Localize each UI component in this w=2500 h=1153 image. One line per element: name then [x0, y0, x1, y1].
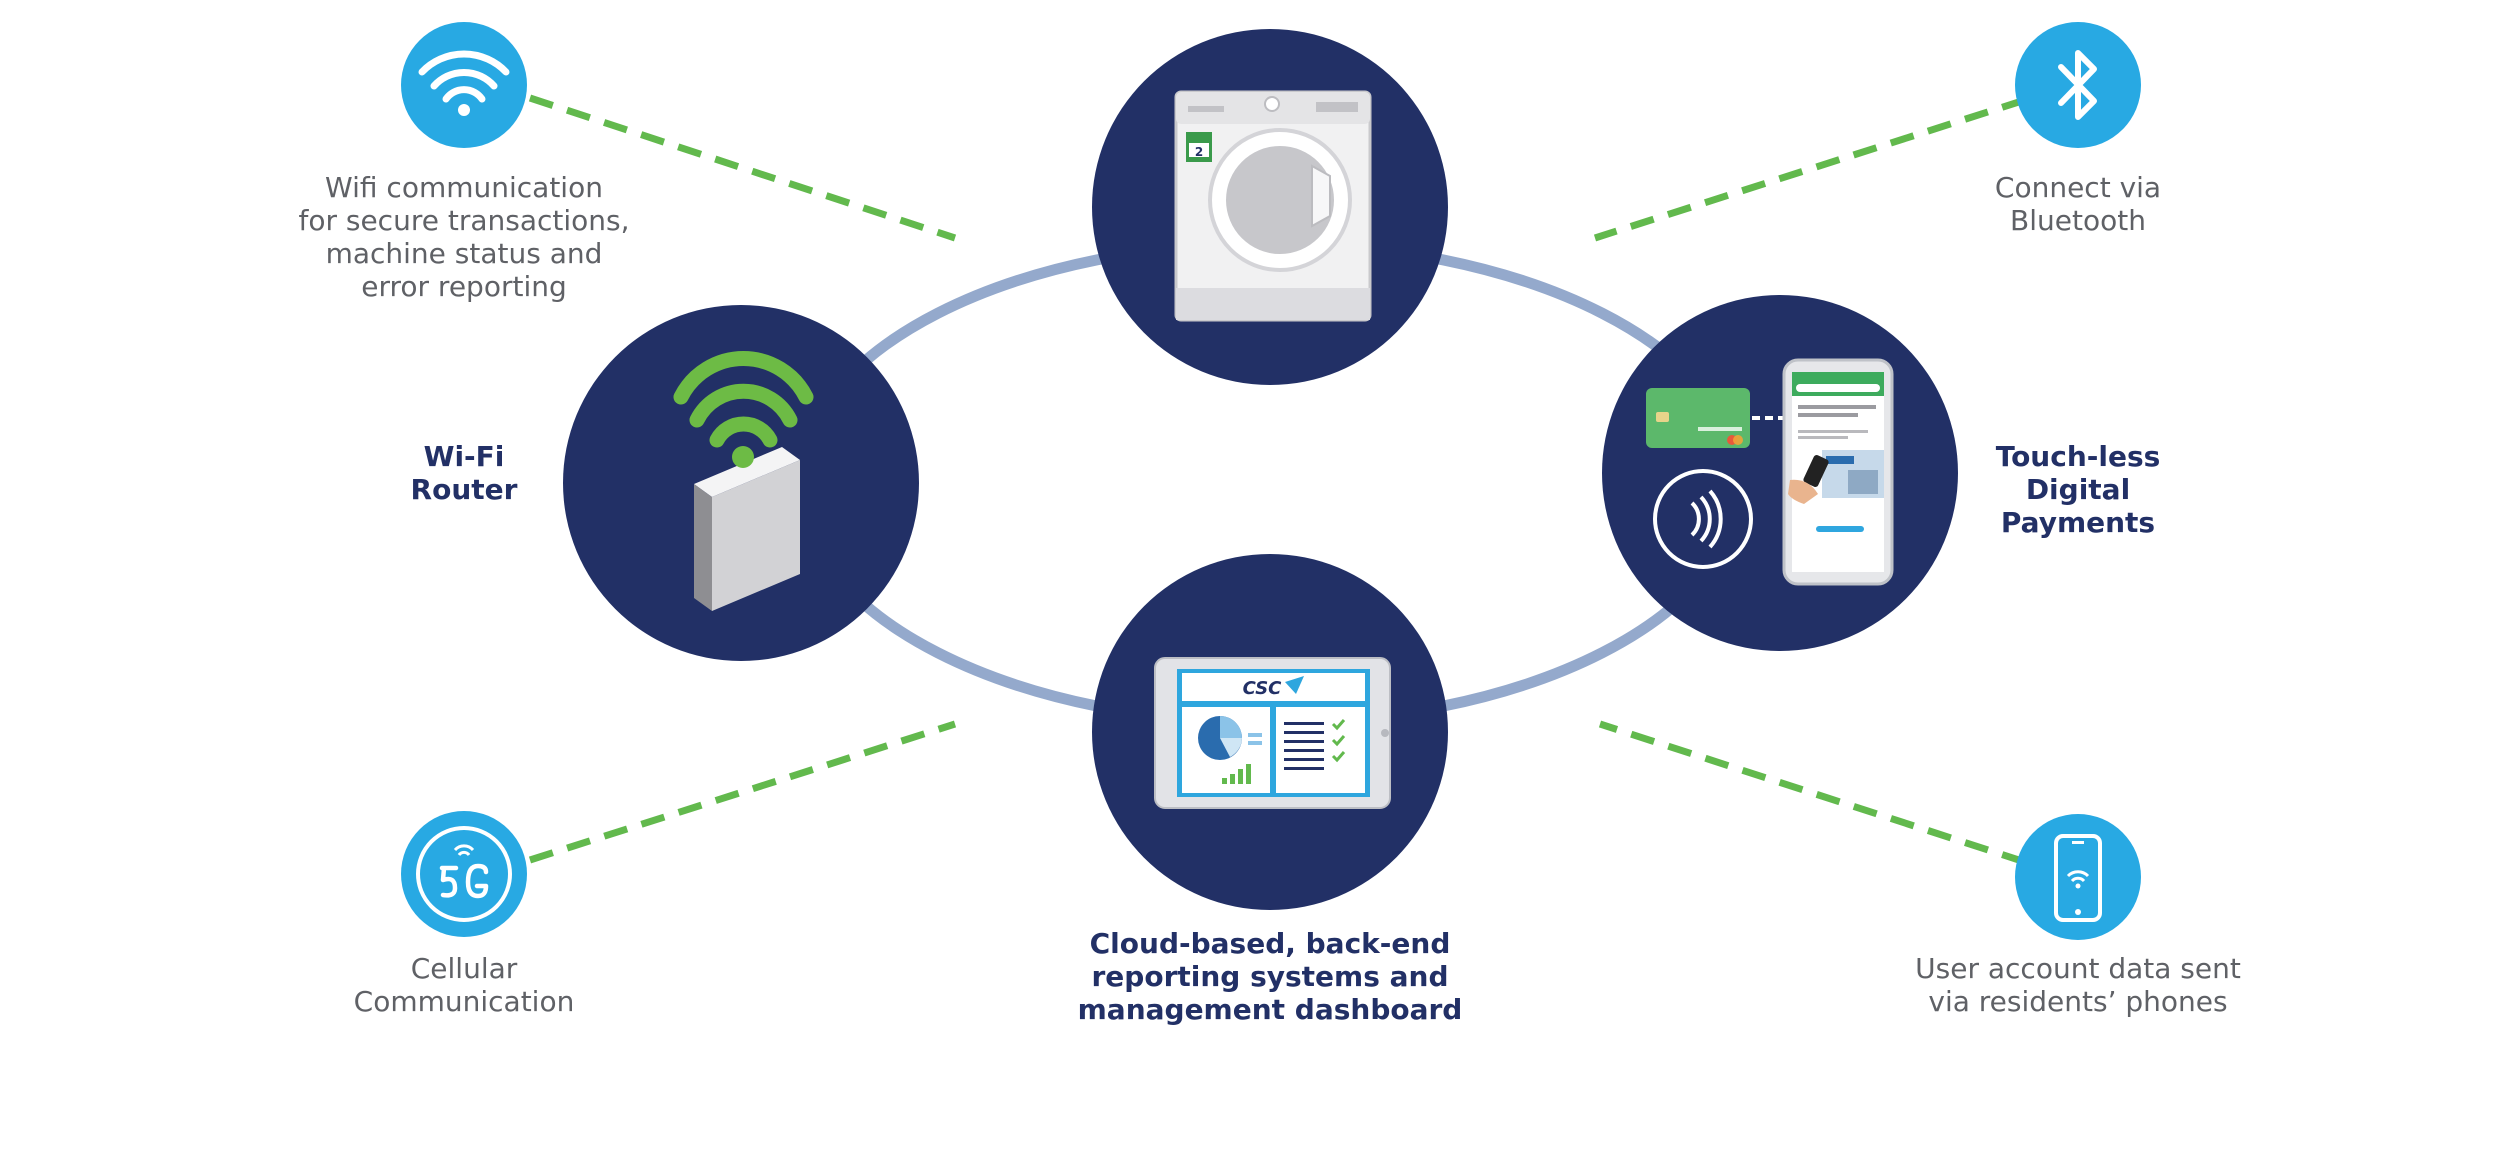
- dashboard-node: CSC: [1092, 554, 1448, 910]
- router-title-line-2: Router: [410, 473, 518, 506]
- payments-title-line-2: Digital: [2025, 473, 2131, 506]
- bluetooth-icon: [2058, 50, 2097, 120]
- payments-title: Touch-less Digital Payments: [1928, 440, 2228, 539]
- 5g-icon: [416, 826, 512, 922]
- bluetooth-badge: [2015, 22, 2141, 148]
- dashboard-logo-text: CSC: [1243, 678, 1283, 699]
- washing-machine-icon: 2: [1174, 90, 1372, 322]
- washer-tag-text: 2: [1195, 145, 1203, 159]
- washer-node: 2: [1092, 29, 1448, 385]
- bluetooth-caption-line-1: Connect via: [1994, 171, 2162, 204]
- connector-cellular: [528, 720, 957, 864]
- wifi-caption-line-2: for secure transactions,: [298, 204, 630, 237]
- wifi-caption: Wifi communication for secure transactio…: [264, 171, 664, 303]
- connector-phone: [1598, 720, 2027, 866]
- dashboard-title-line-2: reporting systems and: [1091, 960, 1449, 993]
- wifi-router-icon: [673, 351, 814, 611]
- wifi-caption-line-3: machine status and: [325, 237, 603, 270]
- connector-wifi: [528, 94, 957, 242]
- payments-title-line-1: Touch-less: [1995, 440, 2161, 473]
- payments-title-line-3: Payments: [2000, 506, 2156, 539]
- phone-badge: [2015, 814, 2141, 940]
- bluetooth-caption: Connect via Bluetooth: [1928, 171, 2228, 237]
- tablet-dashboard-icon: CSC: [1154, 657, 1391, 809]
- dashboard-title: Cloud-based, back-end reporting systems …: [1050, 927, 1490, 1026]
- router-node: [563, 305, 919, 661]
- router-title-line-1: Wi-Fi: [423, 440, 505, 473]
- wifi-caption-line-1: Wifi communication: [325, 171, 603, 204]
- dashed-connectors: [528, 94, 2027, 866]
- bluetooth-caption-line-2: Bluetooth: [2010, 204, 2146, 237]
- cellular-caption-line-1: Cellular: [410, 952, 518, 985]
- contactless-payment-icon: [1646, 358, 1894, 586]
- phone-caption: User account data sent via residents’ ph…: [1868, 952, 2288, 1018]
- router-title: Wi-Fi Router: [364, 440, 564, 506]
- cellular-caption-line-2: Communication: [353, 985, 575, 1018]
- smartphone-icon: [2054, 834, 2102, 922]
- payments-node: [1602, 295, 1958, 651]
- cellular-badge: [401, 811, 527, 937]
- wifi-icon: [418, 50, 510, 103]
- wifi-badge: [401, 22, 527, 148]
- dashboard-title-line-1: Cloud-based, back-end: [1089, 927, 1451, 960]
- phone-caption-line-1: User account data sent: [1915, 952, 2241, 985]
- wifi-caption-line-4: error reporting: [361, 270, 567, 303]
- dashboard-title-line-3: management dashboard: [1077, 993, 1463, 1026]
- phone-caption-line-2: via residents’ phones: [1928, 985, 2228, 1018]
- cellular-caption: Cellular Communication: [314, 952, 614, 1018]
